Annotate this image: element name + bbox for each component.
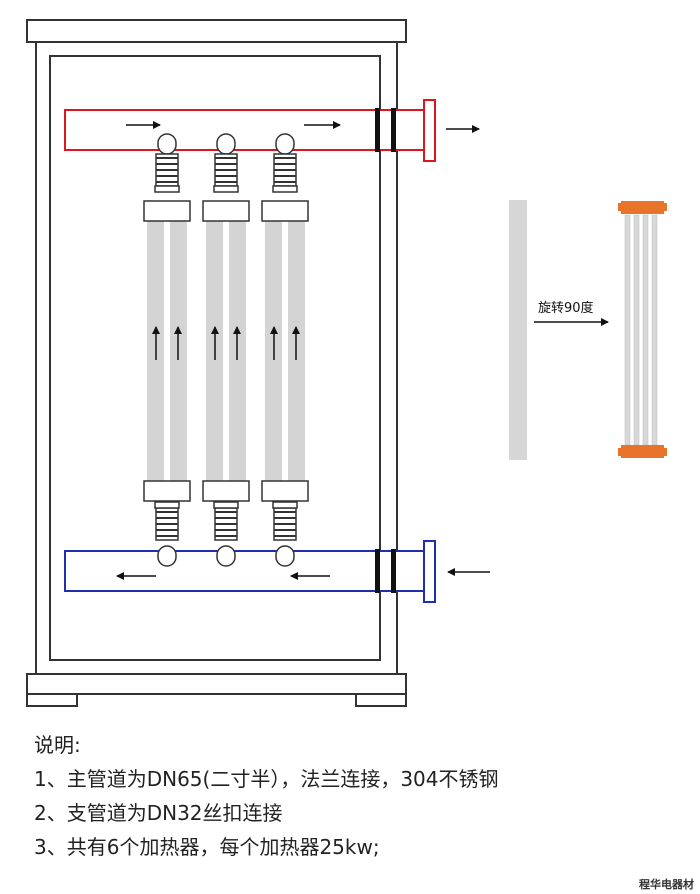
top-mount-block [143,200,191,222]
cabinet-foot-left [26,693,78,707]
top-fitting-collar [272,185,298,193]
heater-3 [261,133,309,567]
rotated-flange-top [621,201,664,214]
cold-pipe-clamp-2 [391,549,396,593]
bottom-mount-block [202,480,250,502]
rotated-tube-3 [642,214,649,446]
top-fitting-bulb [157,133,177,155]
notes-title: 说明: [34,733,81,757]
rotated-tube-2 [633,214,640,446]
bottom-fitting-bulb [216,545,236,567]
cold-pipe-body [64,550,426,592]
note-line-3: 3、共有6个加热器，每个加热器25kw; [34,835,380,859]
top-fitting-collar [213,185,239,193]
bottom-fitting-collar [272,501,298,509]
rotated-flange-bottom [621,445,664,458]
rotated-flange-top-tab-r [663,203,667,211]
notes-block: 说明: 1、主管道为DN65(二寸半），法兰连接，304不锈钢 2、支管道为DN… [34,728,499,864]
cold-pipe-flange [423,540,436,603]
rotated-flange-bottom-tab-r [663,448,667,456]
hot-pipe-clamp-2 [391,108,396,152]
rotated-heater-bundle [618,201,667,458]
heater-columns [143,133,309,567]
heater-1 [143,133,191,567]
heater-2 [202,133,250,567]
cabinet-top-cap [26,19,407,43]
hot-pipe-flange [423,99,436,162]
cabinet-base [26,673,407,695]
cold-pipe-clamp-1 [375,549,380,593]
cold-main-pipe [64,540,490,603]
top-fitting-bulb [275,133,295,155]
rotate-label: 旋转90度 [538,301,594,316]
cabinet-inner-panel [49,55,381,661]
cabinet [26,19,407,707]
rotation-illustration [509,200,667,460]
top-mount-block [261,200,309,222]
rotated-tube-4 [651,214,658,446]
watermark: 程华电器材 [639,878,694,891]
note-line-2: 2、支管道为DN32丝扣连接 [34,801,283,825]
bottom-fitting-collar [154,501,180,509]
hot-main-pipe [64,99,480,162]
bottom-fitting-bulb [157,545,177,567]
note-line-1: 1、主管道为DN65(二寸半），法兰连接，304不锈钢 [34,767,499,791]
top-fitting-bulb [216,133,236,155]
top-fitting-collar [154,185,180,193]
bottom-mount-block [261,480,309,502]
hot-pipe-clamp-1 [375,108,380,152]
rotated-flange-bottom-tab-l [618,448,622,456]
heater-side-view [509,200,527,460]
top-mount-block [202,200,250,222]
rotated-flange-top-tab-l [618,203,622,211]
bottom-fitting-collar [213,501,239,509]
bottom-mount-block [143,480,191,502]
rotated-tube-1 [624,214,631,446]
bottom-fitting-bulb [275,545,295,567]
hot-pipe-body [64,109,426,151]
cabinet-foot-right [355,693,407,707]
